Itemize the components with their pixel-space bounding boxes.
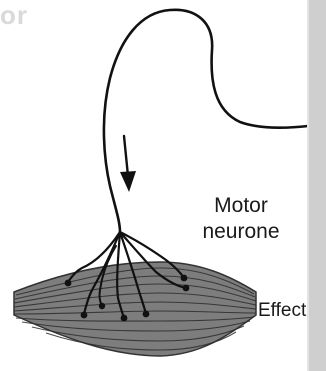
- motor-label-line1: Motor: [197, 193, 285, 219]
- end-bulb: [99, 303, 105, 309]
- end-bulb: [65, 280, 72, 287]
- end-bulb: [121, 315, 128, 322]
- end-bulb: [181, 275, 188, 282]
- page-side-bar: [309, 0, 326, 371]
- end-bulb: [183, 285, 190, 292]
- motor-neurone-label: Motor neurone: [197, 193, 285, 245]
- motor-label-line2: neurone: [197, 219, 285, 245]
- end-bulb: [81, 312, 88, 319]
- impulse-direction-arrow: [120, 136, 136, 192]
- end-bulb: [143, 311, 150, 318]
